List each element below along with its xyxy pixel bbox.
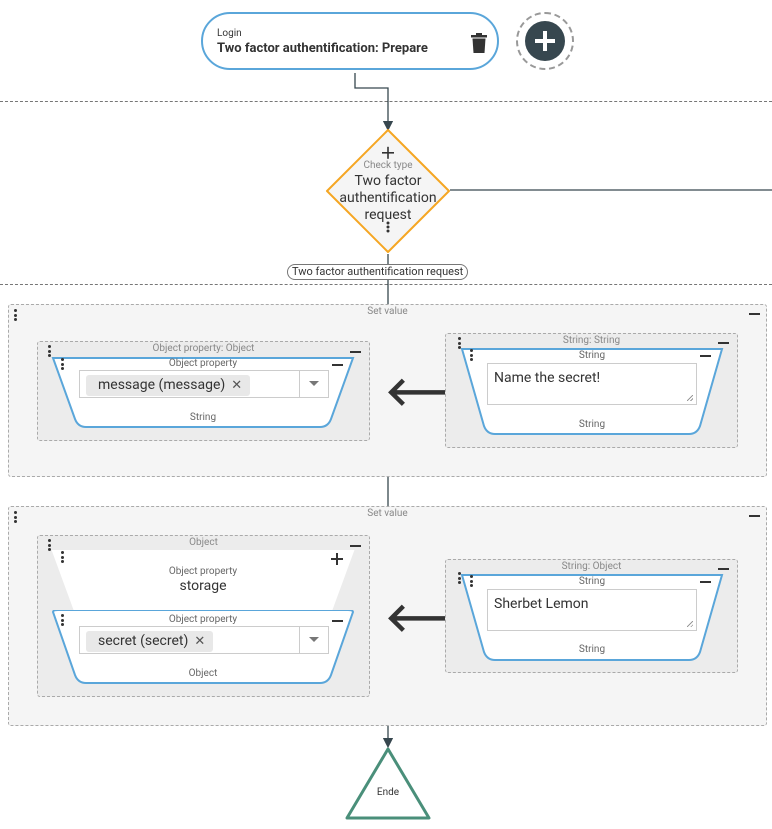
dropdown-toggle[interactable] — [299, 371, 328, 397]
collapse-icon[interactable] — [718, 568, 729, 570]
decision-label: Check type — [363, 160, 413, 171]
node-type-label: Object — [188, 668, 218, 679]
collapse-icon[interactable] — [749, 515, 760, 517]
collapse-icon[interactable] — [700, 355, 711, 357]
property-chip[interactable]: message (message)✕ — [86, 375, 251, 396]
lane-separator — [0, 284, 772, 285]
node-type-label: String — [578, 644, 606, 655]
node-value: storage — [179, 578, 227, 594]
start-node[interactable]: Login Two factor authentification: Prepa… — [201, 12, 499, 70]
more-icon[interactable] — [14, 511, 17, 525]
more-icon[interactable] — [14, 309, 17, 323]
node-label: String — [578, 350, 606, 361]
node-type-label: String — [578, 419, 606, 430]
property-select[interactable]: secret (secret)✕ — [79, 626, 329, 654]
collapse-icon[interactable] — [332, 620, 343, 622]
more-icon[interactable] — [470, 349, 473, 363]
more-icon[interactable] — [48, 539, 51, 553]
string-value-input[interactable]: Sherbet Lemon — [487, 589, 697, 631]
decision-node[interactable] — [325, 128, 451, 254]
property-chip[interactable]: secret (secret)✕ — [86, 631, 214, 652]
collapse-icon[interactable] — [332, 364, 343, 366]
lane-separator — [0, 101, 772, 102]
node-label: Object property — [168, 566, 238, 577]
node-label: Object property — [168, 358, 238, 369]
property-select[interactable]: message (message)✕ — [79, 370, 329, 398]
more-icon[interactable] — [470, 575, 473, 589]
expand-icon[interactable] — [331, 553, 343, 565]
dropdown-toggle[interactable] — [299, 627, 328, 653]
block-title: Object property: Object — [152, 343, 255, 354]
node-label: String — [578, 576, 606, 587]
branch-label[interactable]: Two factor authentification request — [287, 264, 469, 280]
add-icon[interactable] — [525, 21, 565, 61]
add-node-slot[interactable] — [516, 12, 574, 70]
node-label: Object property — [168, 614, 238, 625]
decision-title: Two factor authentification request — [339, 173, 437, 223]
block-title: String: String — [562, 335, 621, 346]
more-icon[interactable] — [458, 572, 461, 586]
chevron-down-icon — [309, 381, 319, 386]
more-icon[interactable] — [61, 551, 64, 565]
collapse-icon[interactable] — [700, 581, 711, 583]
chevron-down-icon — [309, 637, 319, 642]
end-node[interactable] — [344, 746, 432, 822]
end-node-label: Ende — [376, 787, 400, 798]
trash-icon[interactable] — [470, 33, 488, 54]
object-property-node[interactable] — [50, 549, 356, 611]
block-title: Object — [189, 537, 218, 548]
resize-grip-icon[interactable] — [687, 621, 693, 627]
string-value-input[interactable]: Name the secret! — [487, 363, 697, 405]
more-icon[interactable] — [61, 614, 64, 628]
more-icon[interactable] — [48, 345, 51, 359]
remove-icon[interactable]: ✕ — [231, 378, 243, 393]
group-title: Set value — [367, 306, 408, 317]
collapse-icon[interactable] — [350, 545, 361, 547]
node-type-label: String — [189, 412, 217, 423]
more-icon[interactable] — [458, 337, 461, 351]
resize-grip-icon[interactable] — [687, 395, 693, 401]
block-title: String: Object — [561, 561, 622, 572]
group-title: Set value — [367, 508, 408, 519]
more-icon[interactable] — [61, 358, 64, 372]
start-node-subtitle: Login — [217, 28, 242, 39]
collapse-icon[interactable] — [350, 351, 361, 353]
start-node-title: Two factor authentification: Prepare — [217, 41, 428, 56]
collapse-icon[interactable] — [749, 313, 760, 315]
remove-icon[interactable]: ✕ — [194, 634, 206, 649]
collapse-icon[interactable] — [718, 342, 729, 344]
